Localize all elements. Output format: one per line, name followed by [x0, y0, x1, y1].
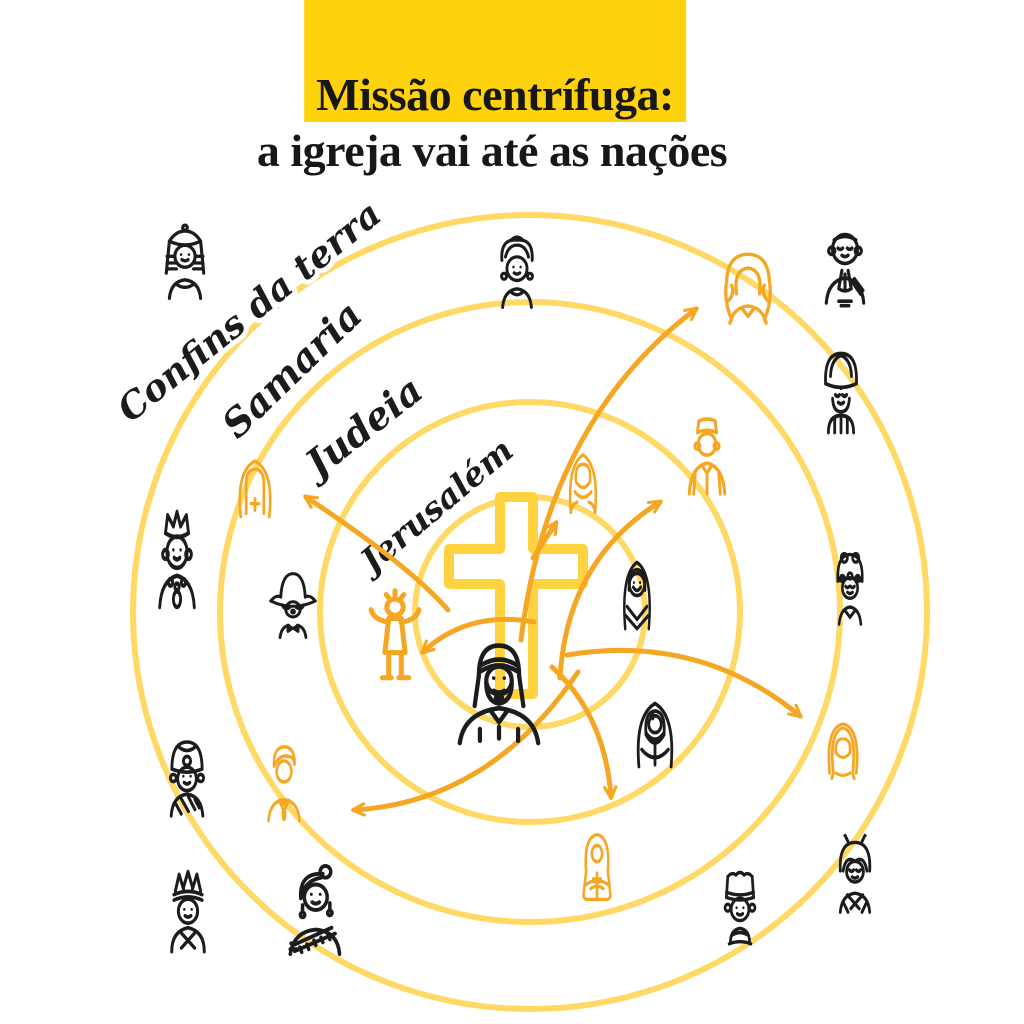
muslim-man-icon — [687, 417, 727, 496]
ring-label-jerusalem: Jerusalém — [348, 430, 520, 584]
muslim-woman-icon — [568, 453, 598, 515]
ring-label-judeia: Judeia — [292, 367, 431, 490]
hooded-woman-icon — [827, 722, 859, 781]
japanese-woman-icon — [838, 833, 872, 914]
mongolian-woman-icon — [836, 551, 864, 626]
arrow-to-christian-monk — [549, 664, 618, 800]
ring-1 — [317, 399, 743, 825]
apostle-preacher-icon — [371, 591, 419, 678]
ring-3 — [130, 212, 930, 1012]
mission-arrows — [303, 306, 803, 817]
page-title: Missão centrífuga: — [316, 69, 674, 120]
arrow-to-catholic-nun — [303, 494, 451, 613]
arrow-to-apostle-preacher — [420, 616, 537, 655]
african-king-icon — [160, 512, 195, 607]
indian-raja-icon — [168, 740, 206, 818]
arrow-to-hooded-woman — [564, 647, 803, 719]
arrow-to-muslim-man — [557, 499, 663, 681]
page-subtitle: a igreja vai até as nações — [256, 125, 728, 176]
european-woman-icon — [724, 252, 772, 325]
bedouin-woman-icon — [636, 701, 674, 769]
indian-woman-icon — [288, 863, 342, 957]
buddhist-monk-icon — [824, 232, 866, 308]
woman-with-hat-icon — [269, 572, 317, 639]
egyptian-pharaoh-icon — [164, 223, 206, 300]
slavic-man-icon — [723, 870, 757, 946]
arrow-to-businessman — [351, 669, 581, 817]
people-figures — [160, 223, 872, 957]
african-woman-icon — [499, 235, 535, 309]
christian-monk-icon — [581, 833, 613, 902]
title-banner: Missão centrífuga: — [304, 0, 686, 122]
arrow-to-european-woman — [518, 306, 699, 643]
cross-icon — [444, 492, 588, 699]
native-american-icon — [169, 869, 207, 954]
